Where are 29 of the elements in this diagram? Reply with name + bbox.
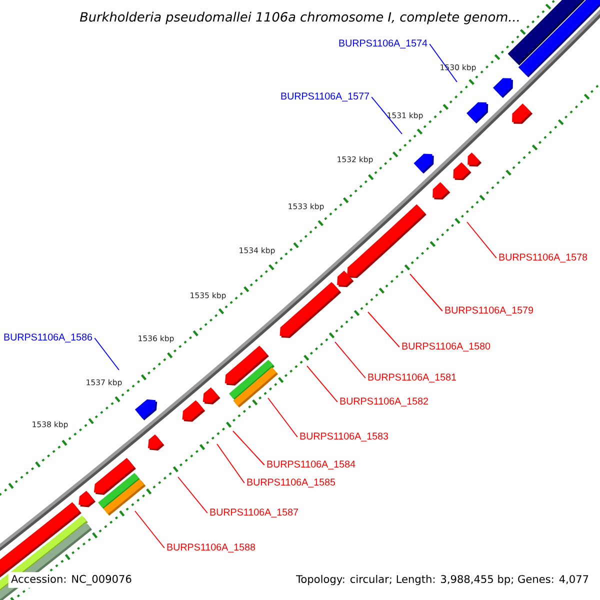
leader-line: [368, 312, 400, 348]
leader-line: [94, 338, 120, 370]
gene-label: BURPS1106A_1583: [300, 432, 388, 442]
leader-line: [410, 274, 443, 312]
gene-label: BURPS1106A_1578: [499, 254, 588, 262]
gene-label: BURPS1106A_1581: [368, 374, 456, 382]
leader-line: [268, 398, 298, 438]
gene-label: BURPS1106A_1579: [445, 306, 534, 316]
gene-label: BURPS1106A_1582: [340, 398, 428, 406]
leader-line: [134, 510, 165, 548]
gene-label: BURPS1106A_1584: [267, 460, 356, 470]
title: Burkholderia pseudomallei 1106a chromosome I, complete genom...: [76, 9, 524, 27]
leader-line: [371, 96, 402, 134]
leader-line: [232, 430, 265, 466]
leader-line: [306, 366, 338, 402]
gene-label: BURPS1106A_1587: [210, 508, 298, 518]
gene-label: BURPS1106A_1586: [4, 334, 92, 342]
accession-text: Accession: NC_009076: [8, 572, 135, 588]
leader-line: [429, 44, 458, 82]
leader-line: [466, 222, 497, 258]
gene-label: BURPS1106A_1585: [247, 478, 336, 488]
leader-line: [178, 476, 208, 514]
gene-label: BURPS1106A_1574: [339, 40, 428, 48]
gene-label: BURPS1106A_1577: [281, 92, 369, 102]
genome-info-text: Topology: circular; Length: 3,988,455 bp; Genes: 4,077: [293, 572, 592, 588]
leader-line: [216, 444, 245, 484]
gene-label: BURPS1106A_1580: [402, 342, 490, 352]
gene-label: BURPS1106A_1588: [167, 544, 256, 552]
leader-line: [334, 342, 366, 378]
